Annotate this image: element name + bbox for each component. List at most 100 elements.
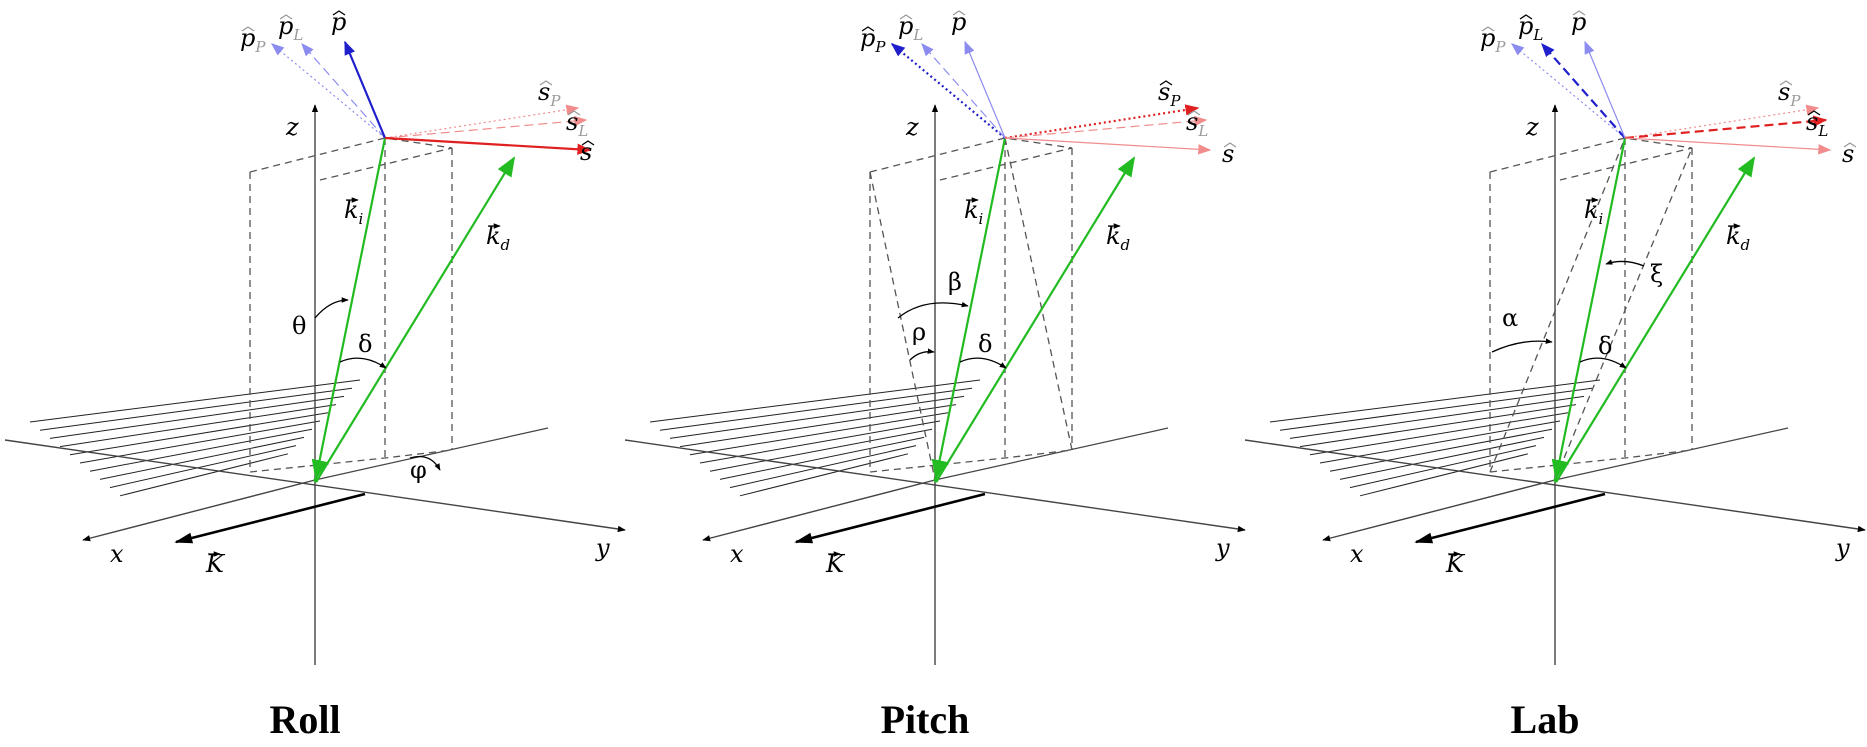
k-incident-label-sub: i — [979, 210, 984, 228]
lab-plane-line — [1489, 137, 1626, 473]
box-bottom — [249, 449, 453, 473]
p-hat-label-text: pP — [860, 24, 886, 56]
xi-label: ξ — [1650, 260, 1663, 288]
p-hat-label-base: p — [898, 12, 913, 40]
s-hat-label: sP — [1158, 78, 1181, 110]
grating-line — [59, 404, 337, 448]
k-incident-vector — [931, 137, 1007, 480]
s-hat-vector — [1624, 104, 1820, 139]
s-hat-label-hat — [1779, 80, 1793, 86]
p-hat-label: pP — [1480, 24, 1506, 56]
s-hat-label: s — [1842, 140, 1857, 168]
p-hat-label-hat — [1572, 10, 1586, 16]
delta-arc — [959, 357, 1007, 369]
p-hat-label-base: p — [860, 24, 875, 52]
k-incident-vector — [311, 137, 387, 480]
k-incident-label-text: ki — [344, 196, 364, 228]
grating-vector-label-text: K — [205, 550, 226, 578]
s-hat-label-hat — [567, 110, 581, 116]
p-hat-label-text: pL — [1518, 12, 1543, 44]
p-hat-label-text: p — [331, 8, 346, 36]
p-hat-label: pL — [1518, 12, 1543, 44]
origin-point — [313, 477, 319, 483]
k-diffracted-label: kd — [486, 222, 510, 254]
p-hat-label: p — [951, 8, 966, 36]
k-diffracted-vector — [935, 156, 1136, 483]
pitch-plane-line — [1004, 137, 1073, 451]
grating-line — [89, 428, 313, 472]
theta-arc — [314, 297, 349, 319]
p-hat-label-sub: P — [874, 38, 886, 56]
alpha-label: α — [1502, 304, 1518, 332]
y-axis-label: y — [1835, 534, 1850, 562]
dashed-box — [249, 137, 453, 473]
grating-line — [99, 436, 305, 480]
origin-point — [1553, 477, 1559, 483]
y-axis — [4, 439, 626, 533]
s-hat-vector — [1004, 115, 1208, 139]
s-hat-vector — [384, 104, 580, 139]
s-hat-label-hat — [539, 80, 553, 86]
grating-lines — [649, 379, 981, 497]
p-hat-label: pL — [278, 12, 303, 44]
s-hat-vector — [384, 136, 592, 155]
k-diffracted-label-base: k — [1726, 222, 1741, 250]
delta-arc — [339, 357, 387, 369]
grating-line — [1289, 395, 1585, 439]
grating-line — [1309, 412, 1569, 456]
grating-line — [1359, 453, 1529, 497]
grating-line — [1339, 436, 1545, 480]
grating-line — [1269, 379, 1601, 423]
grating-line — [1329, 428, 1553, 472]
grating-vector-label-text: K — [1445, 550, 1466, 578]
y-back-line — [314, 427, 549, 481]
grating-line — [109, 445, 297, 489]
x-axis-label: x — [1350, 540, 1364, 568]
grating-line — [1299, 404, 1577, 448]
p-hat-label-hat — [899, 14, 913, 20]
s-hat-label-sub: L — [577, 122, 588, 140]
phi-label: φ — [410, 456, 427, 484]
s-hat-label-hat — [1159, 80, 1173, 86]
p-hat-label-text: pL — [278, 12, 303, 44]
delta-label: δ — [358, 330, 372, 358]
z-axis-label: z — [905, 113, 919, 141]
pitch-plane-line — [869, 171, 936, 481]
k-incident-label-sub: i — [359, 210, 364, 228]
s-hat-label: sP — [538, 78, 561, 110]
s-hat-label: sL — [566, 108, 588, 140]
grating-line — [669, 395, 965, 439]
z-axis-label: z — [1525, 113, 1539, 141]
k-incident-label: ki — [344, 196, 364, 228]
p-hat-label-text: p — [951, 8, 966, 36]
dashed-box — [869, 137, 1073, 481]
k-diffracted-label: kd — [1106, 222, 1130, 254]
p-hat-label: p — [331, 8, 346, 36]
p-hat-label-hat — [1481, 26, 1495, 32]
k-diffracted-label-sub: d — [1741, 236, 1751, 254]
origin-point — [933, 477, 939, 483]
s-hat-vector — [1624, 115, 1828, 140]
grating-vector-label-base: K — [205, 550, 226, 578]
p-hat-label-sub: P — [254, 38, 266, 56]
grating-vector-K — [174, 492, 366, 544]
k-incident-label: ki — [1584, 196, 1604, 228]
panel-title: Pitch — [881, 697, 970, 742]
grating-line — [659, 387, 973, 431]
y-axis-label: y — [595, 534, 610, 562]
grating-lines — [29, 379, 361, 497]
p-hat-vector — [964, 40, 1006, 139]
s-hat-vector — [1004, 137, 1212, 155]
x-axis — [82, 479, 316, 542]
p-hat-label-text: pP — [240, 24, 266, 56]
k-incident-label-base: k — [964, 196, 979, 224]
s-hat-label: s — [1222, 140, 1237, 168]
grating-line — [29, 379, 361, 423]
p-hat-label-sub: L — [292, 26, 303, 44]
delta-label: δ — [978, 330, 992, 358]
grating-line — [69, 412, 329, 456]
grating-vector-K — [794, 492, 986, 544]
